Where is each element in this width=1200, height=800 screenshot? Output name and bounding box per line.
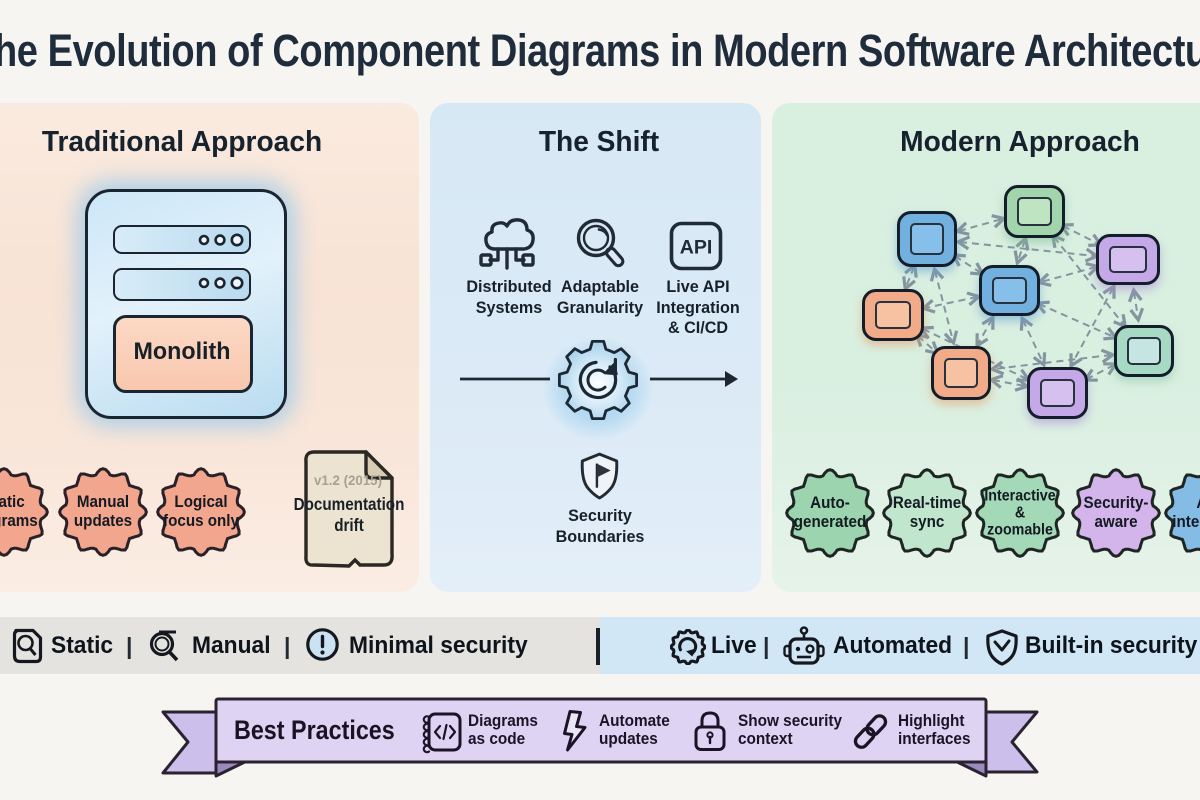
svg-text:API: API [680, 237, 713, 259]
